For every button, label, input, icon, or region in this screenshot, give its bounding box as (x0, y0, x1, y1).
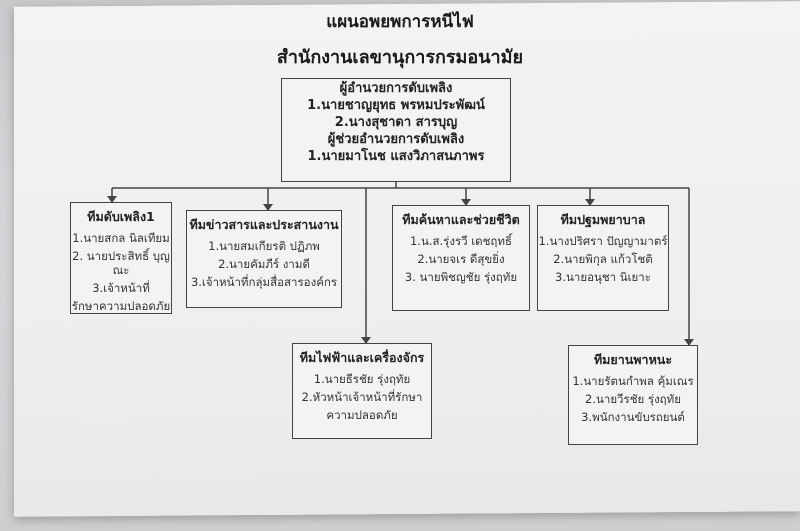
team-head: ทีมค้นหาและช่วยชีวิต (402, 212, 520, 227)
team-member: 2.นายวีรชัย รุ่งฤทัย (585, 392, 681, 406)
team-box-search-rescue: ทีมค้นหาและช่วยชีวิต 1.น.ส.รุ่งรวี เดชฤท… (392, 205, 530, 311)
team-member: 2.นายพิกุล แก้วโชติ (553, 252, 653, 266)
team-member: 2.นายจเร ดีสุขยิ่ง (417, 252, 505, 266)
commander-line: ผู้อำนวยการดับเพลิง (339, 81, 453, 96)
arrow-team-1 (107, 196, 117, 203)
team-box-first-aid: ทีมปฐมพยาบาล 1.นางปริศรา ปัญญามาตร์ 2.นา… (537, 205, 669, 311)
team-head: ทีมไฟฟ้าและเครื่องจักร (299, 350, 425, 365)
team-box-fire: ทีมดับเพลิง1 1.นายสกล นิลเทียม 2. นายประ… (70, 202, 172, 314)
commander-line: 1.นายชาญยุทธ พรหมประพัฒน์ (307, 98, 485, 113)
team-member: ความปลอดภัย (326, 408, 398, 422)
team-member: 1.นายธีรชัย รุ่งฤทัย (313, 372, 411, 386)
team-member: 2.นายคัมภีร์ งามดี (218, 257, 310, 271)
team-head: ทีมข่าวสารและประสานงาน (189, 217, 339, 232)
arrow-team-3 (461, 199, 471, 206)
team-member: 3.นายอนุชา นิเยาะ (555, 270, 651, 284)
commander-line: 1.นายมาโนช แสงวิภาสนภาพร (307, 149, 485, 164)
team-head: ทีมยานพาหนะ (593, 352, 673, 367)
commander-line: 2.นางสุชาดา สารบุญ (334, 115, 458, 130)
team-head: ทีมดับเพลิง1 (87, 209, 155, 224)
arrow-team-2 (263, 204, 273, 211)
team-member: 3.พนักงานขับรถยนต์ (581, 410, 685, 424)
team-head: ทีมปฐมพยาบาล (560, 212, 646, 227)
team-box-communication: ทีมข่าวสารและประสานงาน 1.นายสมเกียรติ ปฏ… (186, 210, 342, 308)
team-member: 1.นายรัตนกำพล คุ้มเณร (572, 374, 694, 388)
arrow-team-6 (684, 339, 694, 346)
team-member: 1.นางปริศรา ปัญญามาตร์ (538, 234, 668, 248)
arrow-team-5 (361, 337, 371, 344)
commander-line: ผู้ช่วยอำนวยการดับเพลิง (327, 132, 465, 147)
team-member: 3. นายพิชญชัย รุ่งฤทัย (404, 270, 518, 284)
page-subtitle: สำนักงานเลขานุการกรมอนามัย (276, 47, 524, 68)
team-box-electrical: ทีมไฟฟ้าและเครื่องจักร 1.นายธีรชัย รุ่งฤ… (292, 343, 432, 439)
team-member: 2.หัวหน้าเจ้าหน้าที่รักษา (301, 390, 423, 404)
team-member: 2. นายประสิทธิ์ บุญณะ (72, 249, 170, 277)
team-member: รักษาความปลอดภัย (71, 299, 171, 313)
team-member: 1.นายสมเกียรติ ปฏิภพ (208, 239, 320, 253)
commander-box: ผู้อำนวยการดับเพลิง 1.นายชาญยุทธ พรหมประ… (281, 78, 511, 182)
arrow-team-4 (585, 199, 595, 206)
team-member: 3.เจ้าหน้าที่ (92, 281, 150, 295)
page-title: แผนอพยพการหนีไฟ (326, 12, 474, 32)
team-member: 1.น.ส.รุ่งรวี เดชฤทธิ์ (409, 234, 512, 248)
team-member: 1.นายสกล นิลเทียม (72, 231, 170, 245)
team-member: 3.เจ้าหน้าที่กลุ่มสื่อสารองค์กร (190, 275, 338, 289)
team-box-vehicles: ทีมยานพาหนะ 1.นายรัตนกำพล คุ้มเณร 2.นายว… (568, 345, 698, 445)
